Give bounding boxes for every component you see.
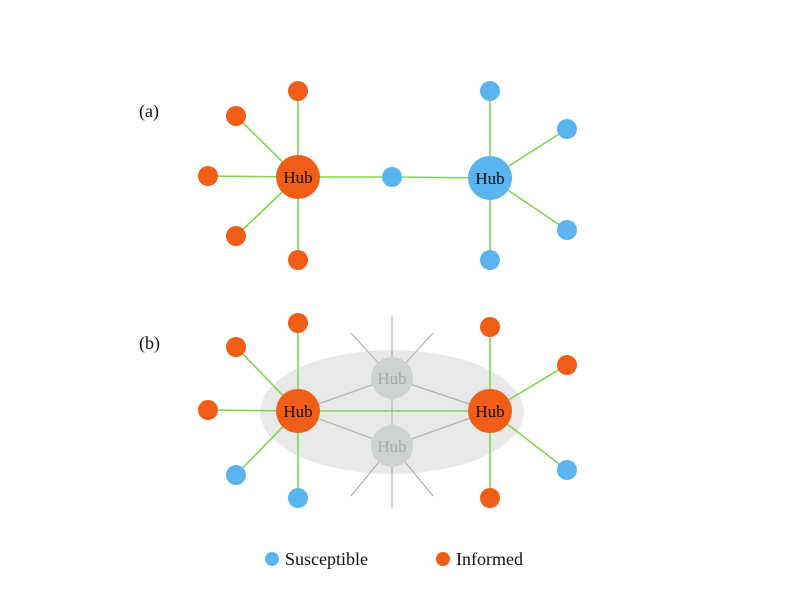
- leaf-node: [480, 488, 500, 508]
- leaf-node: [288, 488, 308, 508]
- leaf-node: [198, 166, 218, 186]
- legend-swatch: [436, 552, 450, 566]
- hub-circle: [276, 155, 320, 199]
- panel-a: (a): [139, 81, 577, 270]
- legend-label: Susceptible: [285, 549, 368, 569]
- leaf-node: [226, 226, 246, 246]
- leaf-node: [226, 465, 246, 485]
- leaf-node: [557, 220, 577, 240]
- hub-circle: [468, 156, 512, 200]
- leaf-node: [288, 81, 308, 101]
- hub-label: Hub: [475, 169, 504, 188]
- leaf-node: [480, 81, 500, 101]
- leaf-node: [480, 317, 500, 337]
- leaf-node: [557, 355, 577, 375]
- ghost-hub-top: Hub: [371, 357, 413, 399]
- panel-b-label: (b): [139, 333, 160, 354]
- hub-label: Hub: [475, 402, 504, 421]
- leaf-node: [557, 119, 577, 139]
- hub-node-a-left: Hub: [276, 155, 320, 199]
- ghost-hub-circle: [371, 425, 413, 467]
- hub-label: Hub: [283, 402, 312, 421]
- leaf-node: [480, 250, 500, 270]
- legend-item-informed: Informed: [436, 549, 523, 569]
- ghost-hub-circle: [371, 357, 413, 399]
- legend-swatch: [265, 552, 279, 566]
- legend-label: Informed: [456, 549, 523, 569]
- hub-circle: [276, 389, 320, 433]
- hub-circle: [468, 389, 512, 433]
- hub-label: Hub: [283, 168, 312, 187]
- legend-item-susceptible: Susceptible: [265, 549, 368, 569]
- leaf-node: [557, 460, 577, 480]
- ghost-hub-label: Hub: [377, 369, 406, 388]
- ghost-hub-bottom: Hub: [371, 425, 413, 467]
- leaf-node: [226, 337, 246, 357]
- leaf-node: [288, 250, 308, 270]
- hub-node-b-right: Hub: [468, 389, 512, 433]
- legend: Susceptible Informed: [265, 549, 523, 569]
- hub-node-b-left: Hub: [276, 389, 320, 433]
- bridge-node: [382, 167, 402, 187]
- hub-node-a-right: Hub: [468, 156, 512, 200]
- leaf-node: [288, 313, 308, 333]
- panel-b: (b): [139, 313, 577, 508]
- panel-a-label: (a): [139, 101, 159, 122]
- ghost-hub-label: Hub: [377, 437, 406, 456]
- leaf-node: [226, 106, 246, 126]
- leaf-node: [198, 400, 218, 420]
